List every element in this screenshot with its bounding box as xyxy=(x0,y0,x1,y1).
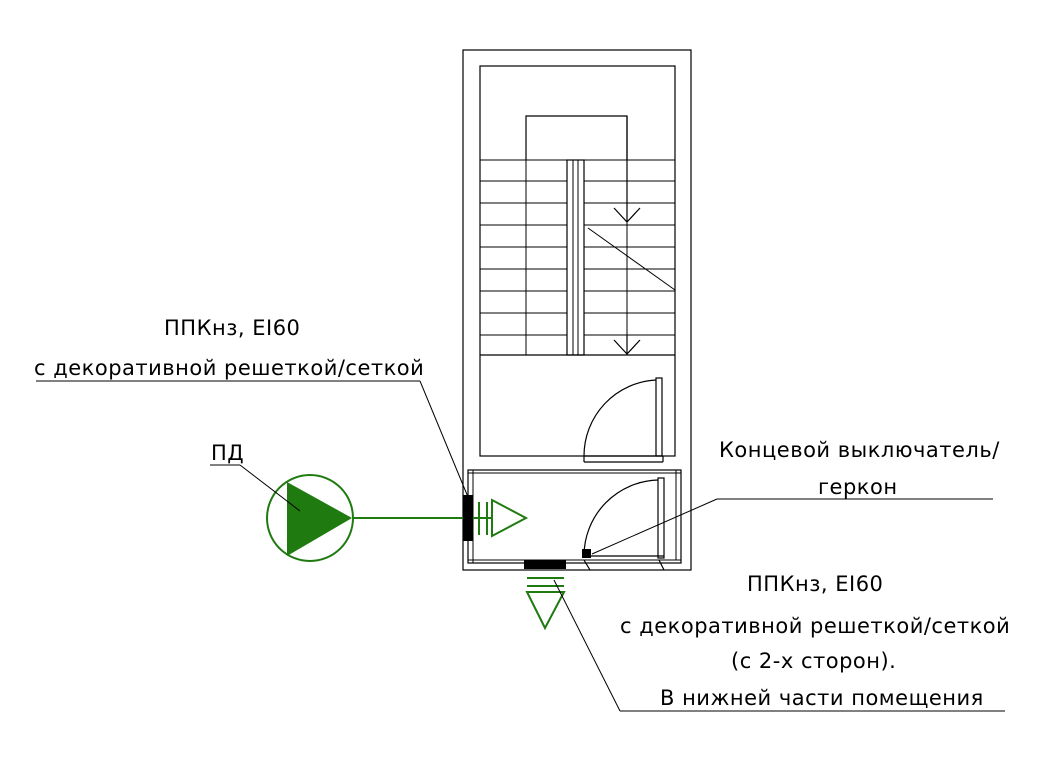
stairwell-building xyxy=(462,49,692,571)
fan-triangle xyxy=(287,482,352,556)
limit-switch-label-line2: геркон xyxy=(818,475,898,499)
bottom-label-line1: ППКнз, EI60 xyxy=(747,572,883,596)
bottom-label-line2: с декоративной решеткой/сеткой xyxy=(620,614,1010,638)
top-left-label-line1: ППКнз, EI60 xyxy=(164,316,300,340)
bottom-label-line3: (с 2-х сторон). xyxy=(731,649,896,673)
supply-fan xyxy=(266,474,463,562)
stair-treads-right xyxy=(584,159,676,355)
limit-switch-label-line1: Концевой выключатель/ xyxy=(719,438,1000,462)
upper-door xyxy=(583,377,664,463)
stair-break-line xyxy=(587,227,676,291)
inner-stair-room xyxy=(479,65,676,457)
limit-switch-marker xyxy=(582,549,591,558)
vestibule-room xyxy=(467,469,682,564)
stair-handrail-top xyxy=(525,115,628,160)
bottom-valve xyxy=(524,560,566,569)
leader-lines xyxy=(36,380,1005,712)
bottom-label-line4: В нижней части помещения xyxy=(660,686,984,710)
stair-well xyxy=(566,159,585,356)
overflow-air-arrow xyxy=(525,577,566,631)
outer-wall xyxy=(462,49,692,571)
stair-direction-arrows xyxy=(613,116,641,355)
supply-air-arrow xyxy=(473,498,529,538)
stair-treads-left xyxy=(480,159,567,355)
lower-door xyxy=(583,477,665,571)
top-left-label-line2: с декоративной решеткой/сеткой xyxy=(34,356,424,380)
pd-label: ПД xyxy=(211,441,244,465)
left-valve xyxy=(463,495,473,541)
